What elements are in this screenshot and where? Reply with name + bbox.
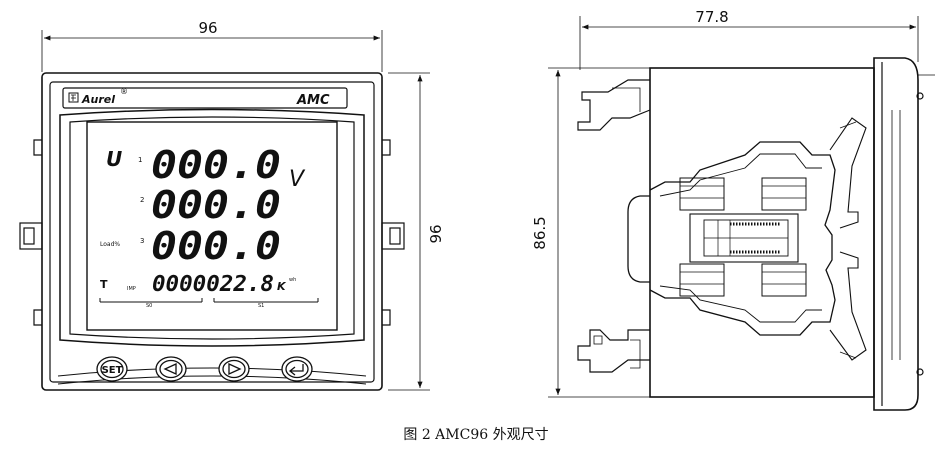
lcd-content: U 1 2 3 000.0 000.0 000.0 V Load% T IMP … [99,143,319,309]
clamp-mechanism [649,141,836,336]
enter-icon [288,364,304,376]
indicator-u: U [106,147,122,171]
bottom-left-label: S0 [146,303,152,309]
side-bezel [873,57,919,411]
front-width-dim: 96 [198,19,217,37]
row-number-1: 1 [138,156,142,164]
bottom-terminal [577,329,650,373]
t-label: T [100,278,108,291]
registered-mark: ® [120,87,128,96]
lcd-screen [86,121,338,331]
lcd-row-2-value: 000.0 [151,183,281,227]
rear-lug [627,195,650,283]
label-strip [62,87,348,109]
lcd-row-3-value: 000.0 [151,224,281,268]
right-button[interactable] [218,356,250,382]
left-side-clip [19,222,43,250]
side-height-dim: 86.5 [531,216,549,249]
side-depth-dim: 77.8 [695,8,728,26]
top-terminal-clip [577,79,651,131]
left-button[interactable] [155,356,187,382]
energy-unit-wh: wh [289,277,296,283]
brand-label: Aurel [81,93,115,106]
left-arrow-icon [163,362,177,376]
front-height-dim: 96 [427,224,445,243]
side-body [649,67,875,398]
set-button[interactable]: SET [96,356,128,382]
right-side-clip [381,222,405,250]
figure-caption: 图 2 AMC96 外观尺寸 [403,427,549,443]
lcd-frame [59,108,365,347]
imp-label: IMP [127,286,136,292]
energy-unit-k: K [277,280,287,293]
lcd-row-1-value: 000.0 [151,143,281,187]
load-label: Load% [100,241,120,248]
side-view [548,16,935,411]
unit-v: V [289,167,306,192]
row-number-3: 3 [140,237,144,245]
front-view [19,30,430,391]
enter-button[interactable] [281,356,313,382]
set-button-label: SET [102,365,123,376]
energy-value: 0000022.8 [152,272,274,297]
right-arrow-icon [228,362,242,376]
bottom-right-label: S1 [258,303,264,309]
model-label: AMC [296,93,330,108]
row-number-2: 2 [140,196,144,204]
